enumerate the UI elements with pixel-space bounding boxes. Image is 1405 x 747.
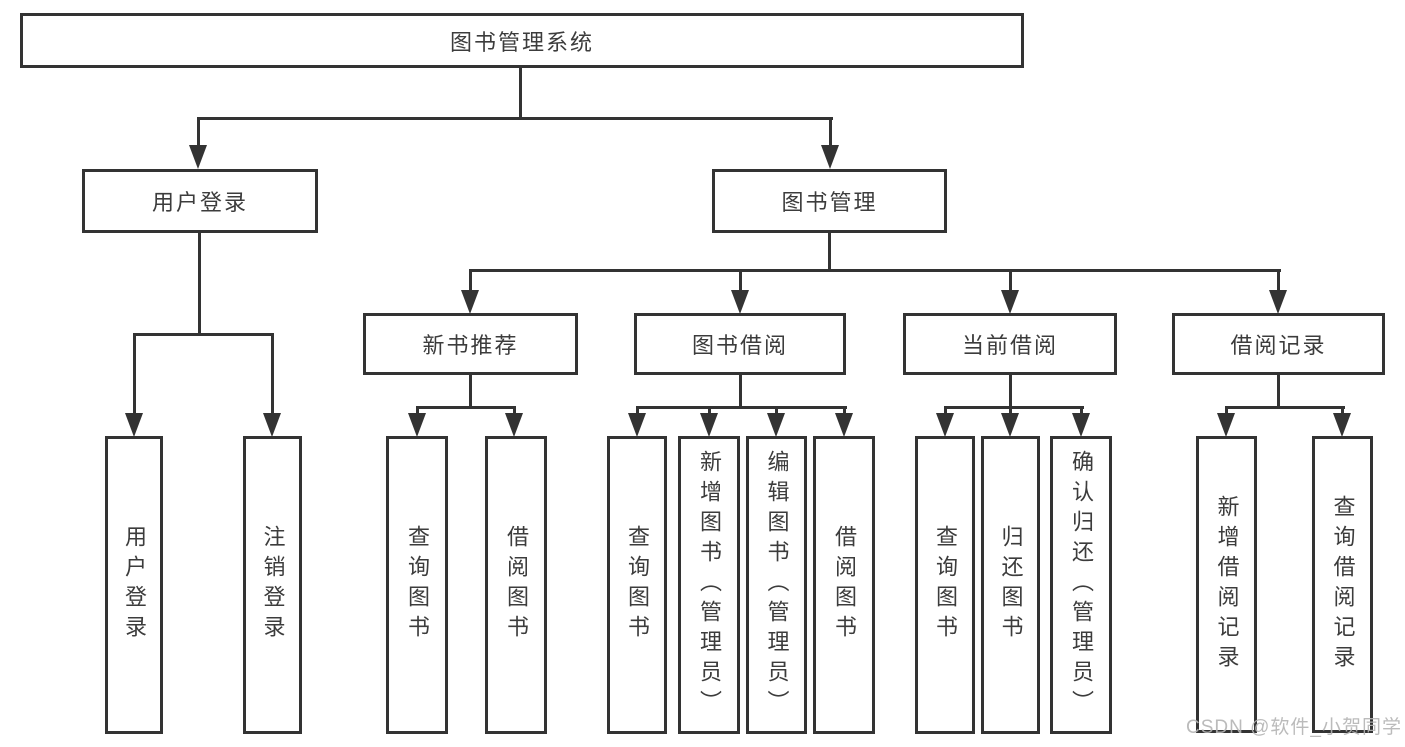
line [416, 406, 516, 409]
node-borrow-books-recommend: 借阅图书 [485, 436, 547, 734]
node-borrow-books-recommend-label: 借阅图书 [504, 525, 529, 645]
line [636, 406, 847, 409]
node-logout: 注销登录 [243, 436, 302, 734]
line [775, 406, 778, 416]
line [1009, 406, 1012, 416]
arrowhead [731, 290, 749, 314]
node-user-login-label: 用户登录 [151, 190, 248, 215]
arrowhead [461, 290, 479, 314]
node-add-book-admin: 新增图书（管理员） [678, 436, 740, 734]
node-query-books-recommend-label: 查询图书 [405, 525, 430, 645]
line [708, 406, 711, 416]
node-confirm-return-admin: 确认归还（管理员） [1050, 436, 1112, 734]
line [271, 333, 274, 415]
line [944, 406, 947, 416]
node-query-books-borrow-label: 查询图书 [625, 525, 650, 645]
node-borrow-books-leaf: 借阅图书 [813, 436, 875, 734]
line [416, 406, 419, 416]
line [469, 269, 472, 293]
node-current-borrow-label: 当前借阅 [961, 333, 1058, 358]
arrowhead [835, 413, 853, 437]
node-new-book-recommend: 新书推荐 [363, 313, 578, 375]
line [1341, 406, 1344, 416]
line [133, 333, 274, 336]
node-return-books: 归还图书 [981, 436, 1040, 734]
arrowhead [821, 145, 839, 169]
node-borrow-books-leaf-label: 借阅图书 [832, 525, 857, 645]
node-query-borrow-record: 查询借阅记录 [1312, 436, 1373, 733]
node-logout-label: 注销登录 [260, 525, 286, 645]
line [197, 117, 833, 120]
line [1009, 269, 1012, 293]
watermark: CSDN @软件_小贺同学 [1186, 717, 1402, 738]
line [1009, 375, 1012, 409]
arrowhead [505, 413, 523, 437]
node-library-system: 图书管理系统 [20, 13, 1024, 68]
node-user-login-leaf: 用户登录 [105, 436, 163, 734]
node-user-login-leaf-label: 用户登录 [122, 525, 147, 645]
node-query-books-recommend: 查询图书 [386, 436, 448, 734]
line [197, 117, 200, 147]
node-query-books-current-label: 查询图书 [933, 525, 958, 645]
node-confirm-return-admin-label: 确认归还（管理员） [1069, 450, 1094, 720]
node-edit-book-admin-label: 编辑图书（管理员） [764, 450, 790, 720]
line [1225, 406, 1345, 409]
arrowhead [767, 413, 785, 437]
line [1080, 406, 1083, 416]
line [828, 233, 831, 272]
arrowhead [125, 413, 143, 437]
node-book-borrow: 图书借阅 [634, 313, 846, 375]
node-library-system-label: 图书管理系统 [449, 29, 594, 55]
node-add-borrow-record: 新增借阅记录 [1196, 436, 1257, 733]
arrowhead [1333, 413, 1351, 437]
line [469, 269, 1281, 272]
node-edit-book-admin: 编辑图书（管理员） [746, 436, 807, 734]
arrowhead [1072, 413, 1090, 437]
line [513, 406, 516, 416]
line [469, 375, 472, 409]
line [829, 117, 832, 147]
node-borrow-records-label: 借阅记录 [1230, 333, 1327, 358]
line [133, 333, 136, 415]
arrowhead [1001, 413, 1019, 437]
arrowhead [263, 413, 281, 437]
arrowhead [1269, 290, 1287, 314]
arrowhead [1217, 413, 1235, 437]
line [1277, 269, 1280, 293]
line [739, 375, 742, 409]
node-new-book-recommend-label: 新书推荐 [422, 333, 519, 358]
arrowhead [408, 413, 426, 437]
line [739, 269, 742, 293]
arrowhead [700, 413, 718, 437]
node-query-books-borrow: 查询图书 [607, 436, 667, 734]
arrowhead [1001, 290, 1019, 314]
node-return-books-label: 归还图书 [998, 525, 1024, 645]
arrowhead [189, 145, 207, 169]
line [636, 406, 639, 416]
line [1277, 375, 1280, 409]
node-book-management: 图书管理 [712, 169, 947, 233]
node-current-borrow: 当前借阅 [903, 313, 1117, 375]
node-borrow-records: 借阅记录 [1172, 313, 1385, 375]
node-query-borrow-record-label: 查询借阅记录 [1330, 494, 1356, 675]
line [944, 406, 1084, 409]
node-book-management-label: 图书管理 [781, 190, 878, 215]
line [519, 68, 522, 118]
node-add-borrow-record-label: 新增借阅记录 [1214, 494, 1240, 675]
node-book-borrow-label: 图书借阅 [691, 333, 788, 358]
line [1225, 406, 1228, 416]
node-add-book-admin-label: 新增图书（管理员） [697, 450, 722, 720]
node-query-books-current: 查询图书 [915, 436, 975, 734]
arrowhead [628, 413, 646, 437]
node-user-login: 用户登录 [82, 169, 318, 233]
line [843, 406, 846, 416]
arrowhead [936, 413, 954, 437]
line [198, 233, 201, 335]
